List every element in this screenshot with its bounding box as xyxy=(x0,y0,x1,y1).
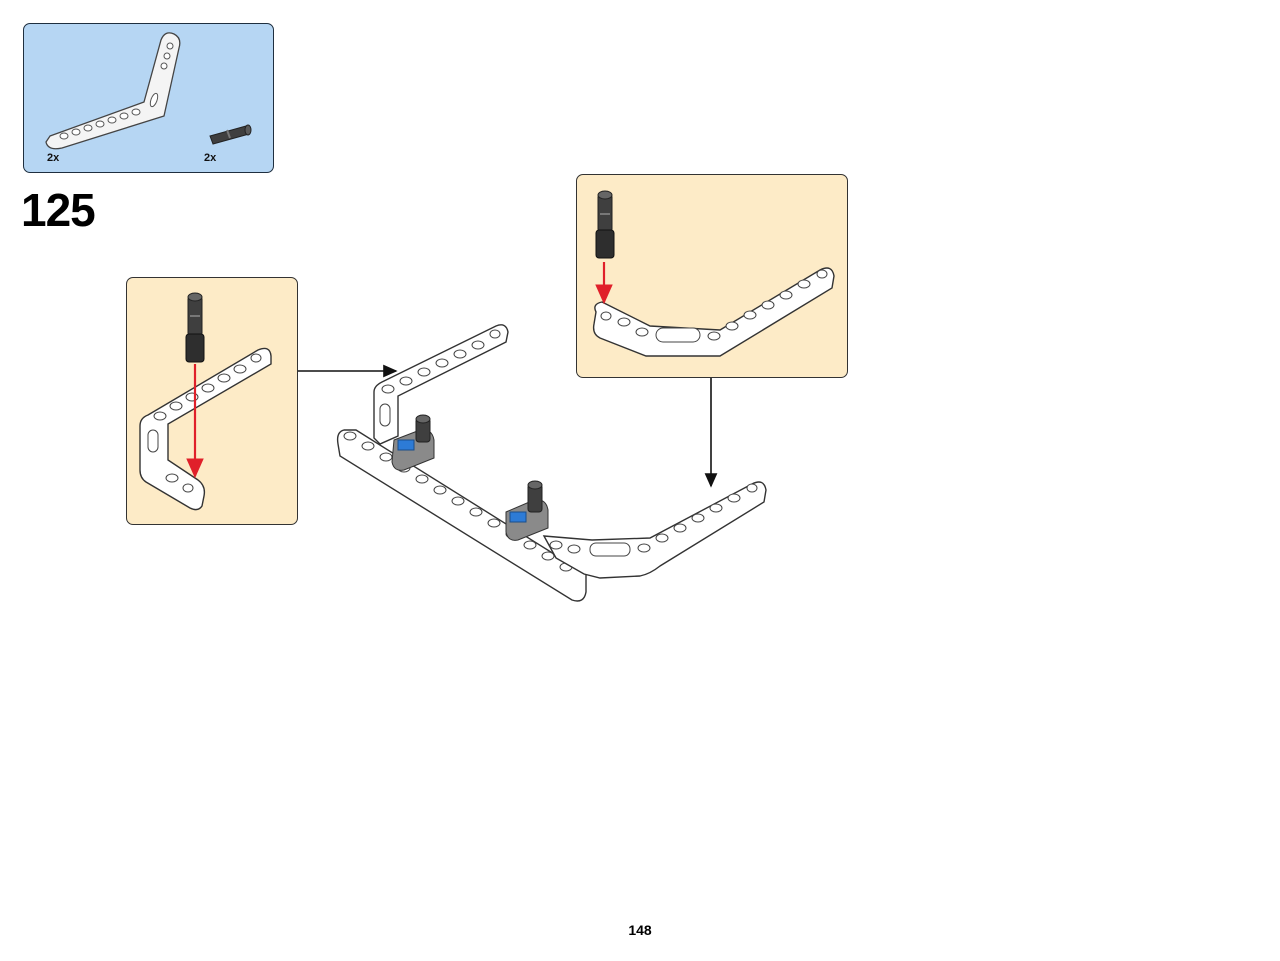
pin-quantity: 2x xyxy=(204,152,217,164)
main-connector-1 xyxy=(391,414,435,471)
connector-pin-part xyxy=(209,124,252,145)
left-substep-pin xyxy=(185,292,205,363)
axle-hole-icon xyxy=(397,439,415,451)
beam-quantity: 2x xyxy=(47,152,60,164)
main-angled-beam xyxy=(542,481,767,579)
left-substep-beam xyxy=(139,347,272,511)
axle-hole-icon xyxy=(509,511,527,523)
right-substep-pin xyxy=(595,190,615,259)
main-connector-2 xyxy=(505,480,549,541)
main-front-beam xyxy=(336,429,587,602)
parts-illustration xyxy=(45,32,252,150)
parts-list-panel: 2x 2x xyxy=(23,23,274,173)
angled-beam-part xyxy=(45,32,181,150)
page-number: 148 xyxy=(628,922,652,938)
main-back-beam xyxy=(373,324,509,445)
right-substep-beam xyxy=(592,267,835,357)
step-number: 125 xyxy=(21,184,96,236)
